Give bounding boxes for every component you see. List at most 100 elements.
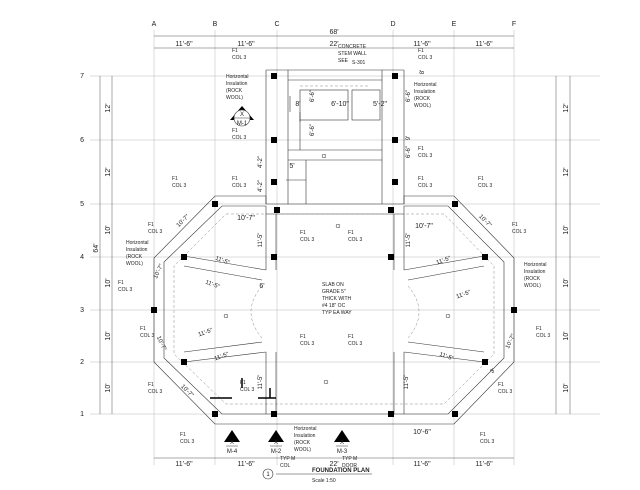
- grid-row-4: 4: [80, 254, 84, 261]
- grid-col-e: E: [452, 21, 457, 28]
- svg-text:(ROCK: (ROCK: [226, 88, 243, 94]
- svg-text:Horizontal: Horizontal: [226, 74, 249, 80]
- dim-4-2-a: 4'-2": [258, 156, 264, 168]
- dim-top-4: 11'-6": [413, 41, 431, 48]
- svg-text:S-301: S-301: [352, 60, 366, 66]
- grid-row-2: 2: [80, 359, 84, 366]
- svg-text:Horizontal: Horizontal: [294, 426, 317, 432]
- svg-text:COL 3: COL 3: [232, 135, 246, 141]
- dim-10-6-bottom: 10'-6": [413, 429, 431, 436]
- svg-text:#4 18" OC: #4 18" OC: [322, 303, 346, 309]
- svg-text:SLAB ON: SLAB ON: [322, 282, 344, 288]
- svg-text:F1: F1: [232, 48, 238, 54]
- dim-right-5: 10': [563, 331, 570, 340]
- svg-text:COL 3: COL 3: [536, 333, 550, 339]
- svg-text:F1: F1: [478, 176, 484, 182]
- dim-10-7-l: 10'-7": [153, 263, 165, 279]
- foundation-walls: [153, 69, 515, 425]
- dim-8: 8': [295, 101, 300, 108]
- grid-row-1: 1: [80, 411, 84, 418]
- svg-text:F1: F1: [480, 432, 486, 438]
- dim-right-4: 10': [563, 278, 570, 287]
- dim-left-5: 10': [105, 331, 112, 340]
- dim-10-7-lower-left: 10'-7": [179, 384, 194, 399]
- svg-text:WOOL): WOOL): [226, 95, 243, 101]
- section-marker-m2[interactable]: X M-2: [268, 430, 284, 455]
- typ-column-note: TYP M COL: [280, 456, 295, 469]
- dim-10-7-top-right: 10'-7": [415, 223, 433, 230]
- section-marker-m1[interactable]: X M-1: [230, 106, 254, 127]
- columns: [151, 73, 517, 417]
- dim-top-2: 11'-6": [237, 41, 255, 48]
- svg-text:F1: F1: [512, 222, 518, 228]
- svg-text:GRADE 5": GRADE 5": [322, 289, 346, 295]
- svg-text:(ROCK: (ROCK: [294, 440, 311, 446]
- dim-10-7-ur: 10'-7": [477, 214, 492, 229]
- dim-top-5: 11'-6": [475, 41, 493, 48]
- svg-text:COL 3: COL 3: [118, 287, 132, 293]
- svg-text:WOOL): WOOL): [414, 103, 431, 109]
- svg-text:COL 3: COL 3: [300, 341, 314, 347]
- dim-11-5-i: 11'-5": [436, 256, 452, 267]
- cl-label: Cl: [322, 154, 327, 160]
- dim-9: 9': [406, 136, 412, 140]
- svg-text:(ROCK: (ROCK: [414, 96, 431, 102]
- insulation-note: Horizontal Insulation (ROCK WOOL): [414, 82, 437, 109]
- svg-text:COL 3: COL 3: [172, 183, 186, 189]
- dim-11-5-g: 11'-5": [198, 328, 214, 339]
- dim-10-7-ul: 10'-7": [176, 214, 191, 229]
- section-label: M-4: [227, 449, 238, 455]
- svg-text:COL 3: COL 3: [418, 183, 432, 189]
- svg-text:COL 3: COL 3: [512, 229, 526, 235]
- svg-text:Horizontal: Horizontal: [524, 262, 547, 268]
- section-label: M-3: [337, 449, 348, 455]
- svg-text:COL 3: COL 3: [140, 333, 154, 339]
- cl-label: Cl: [224, 314, 229, 320]
- svg-text:F1: F1: [300, 334, 306, 340]
- dim-bottom-2: 11'-6": [237, 461, 255, 468]
- drawing-title: FOUNDATION PLAN: [312, 468, 370, 474]
- svg-text:COL: COL: [280, 463, 291, 469]
- grid-column-labels: A B C D E F: [152, 21, 516, 28]
- svg-text:Insulation: Insulation: [414, 89, 436, 95]
- dim-right-1: 12': [563, 103, 570, 112]
- grid-row-labels: 7 6 5 4 3 2 1: [80, 73, 84, 418]
- grid-row-6: 6: [80, 137, 84, 144]
- svg-text:Horizontal: Horizontal: [414, 82, 437, 88]
- dim-left-3: 10': [105, 225, 112, 234]
- svg-text:TYP EA WAY: TYP EA WAY: [322, 310, 352, 316]
- svg-text:WOOL): WOOL): [524, 283, 541, 289]
- svg-text:F1: F1: [180, 432, 186, 438]
- svg-text:F1: F1: [348, 230, 354, 236]
- dim-11-5-f: 11'-5": [204, 280, 220, 291]
- dim-5: 5': [289, 163, 294, 170]
- svg-text:F1: F1: [418, 176, 424, 182]
- dim-right-2: 12': [563, 167, 570, 176]
- cl-label: Cl: [446, 314, 451, 320]
- dim-left-2: 12': [105, 167, 112, 176]
- dim-top-1: 11'-6": [175, 41, 193, 48]
- dim-4-2-b: 4'-2": [258, 180, 264, 192]
- svg-text:WOOL): WOOL): [294, 447, 311, 453]
- dim-10-7-top: 10'-7": [237, 215, 255, 222]
- svg-text:F1: F1: [172, 176, 178, 182]
- svg-text:WOOL): WOOL): [126, 261, 143, 267]
- dim-6-6-c: 6'-6": [406, 90, 412, 102]
- svg-text:COL 3: COL 3: [498, 389, 512, 395]
- dim-6-10: 6'-10": [331, 101, 349, 108]
- title-block: 1 FOUNDATION PLAN Scale 1:50: [262, 468, 372, 484]
- section-marker-m3[interactable]: X M-3: [334, 430, 350, 455]
- section-marker-m4[interactable]: X M-4: [224, 430, 240, 455]
- dim-10-7-ll: 10'-7": [155, 335, 167, 351]
- svg-text:(ROCK: (ROCK: [524, 276, 541, 282]
